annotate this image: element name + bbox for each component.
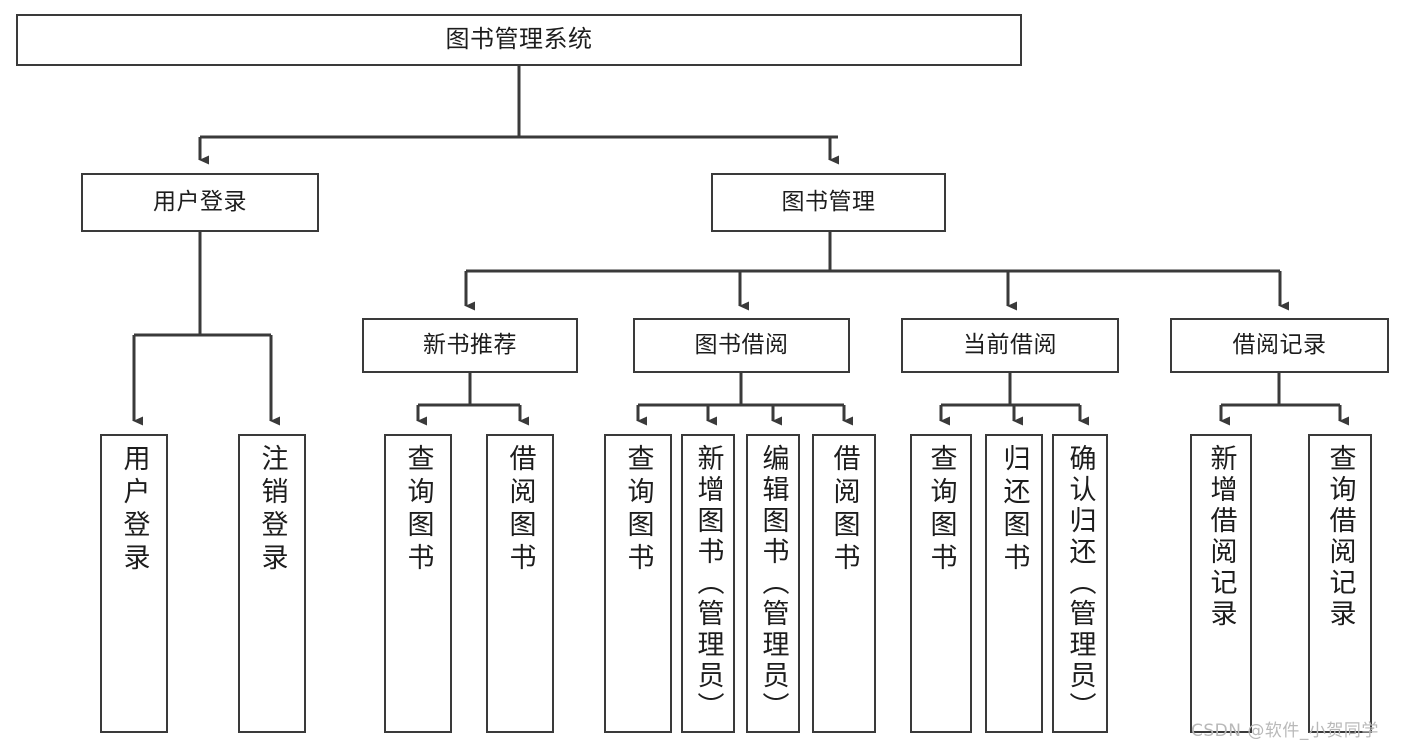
leaf-borrow-book-recommend-label: 借阅图书 <box>504 444 536 576</box>
leaf-query-book-borrow-label: 查询图书 <box>622 444 654 576</box>
leaf-return-book[interactable]: 归还图书 <box>985 434 1043 733</box>
leaf-query-book-current-label: 查询图书 <box>925 444 957 576</box>
leaf-query-book-borrow[interactable]: 查询图书 <box>604 434 672 733</box>
leaf-add-book-admin-label: 新增图书（管理员） <box>692 444 724 723</box>
leaf-edit-book-admin-label: 编辑图书（管理员） <box>757 444 789 723</box>
leaf-query-borrow-record-label: 查询借阅记录 <box>1324 444 1356 630</box>
leaf-logout[interactable]: 注销登录 <box>238 434 306 733</box>
leaf-borrow-book-label: 借阅图书 <box>828 444 860 576</box>
node-book-borrow[interactable]: 图书借阅 <box>633 318 850 373</box>
leaf-edit-book-admin[interactable]: 编辑图书（管理员） <box>746 434 800 733</box>
leaf-user-login[interactable]: 用户登录 <box>100 434 168 733</box>
leaf-add-borrow-record-label: 新增借阅记录 <box>1205 444 1237 630</box>
node-current-borrow-label: 当前借阅 <box>963 332 1057 359</box>
node-root-label: 图书管理系统 <box>445 25 593 54</box>
node-book-management[interactable]: 图书管理 <box>711 173 946 232</box>
leaf-borrow-book-recommend[interactable]: 借阅图书 <box>486 434 554 733</box>
node-book-borrow-label: 图书借阅 <box>694 332 789 359</box>
leaf-confirm-return-admin[interactable]: 确认归还（管理员） <box>1052 434 1108 733</box>
leaf-add-borrow-record[interactable]: 新增借阅记录 <box>1190 434 1252 733</box>
csdn-watermark: CSDN @软件_小贺同学 <box>1191 721 1379 741</box>
node-root[interactable]: 图书管理系统 <box>16 14 1022 66</box>
node-book-management-label: 图书管理 <box>781 189 876 216</box>
leaf-user-login-label: 用户登录 <box>118 444 150 576</box>
node-borrow-record[interactable]: 借阅记录 <box>1170 318 1389 373</box>
leaf-return-book-label: 归还图书 <box>998 444 1030 576</box>
node-borrow-record-label: 借阅记录 <box>1232 332 1327 359</box>
leaf-query-borrow-record[interactable]: 查询借阅记录 <box>1308 434 1372 733</box>
leaf-add-book-admin[interactable]: 新增图书（管理员） <box>681 434 735 733</box>
leaf-query-book-recommend[interactable]: 查询图书 <box>384 434 452 733</box>
node-current-borrow[interactable]: 当前借阅 <box>901 318 1119 373</box>
leaf-query-book-recommend-label: 查询图书 <box>402 444 434 576</box>
node-new-book-recommend-label: 新书推荐 <box>423 332 517 359</box>
node-user-login[interactable]: 用户登录 <box>81 173 319 232</box>
node-user-login-label: 用户登录 <box>153 189 247 216</box>
leaf-query-book-current[interactable]: 查询图书 <box>910 434 972 733</box>
node-new-book-recommend[interactable]: 新书推荐 <box>362 318 578 373</box>
leaf-confirm-return-admin-label: 确认归还（管理员） <box>1064 444 1096 723</box>
leaf-logout-label: 注销登录 <box>256 444 288 576</box>
leaf-borrow-book[interactable]: 借阅图书 <box>812 434 876 733</box>
